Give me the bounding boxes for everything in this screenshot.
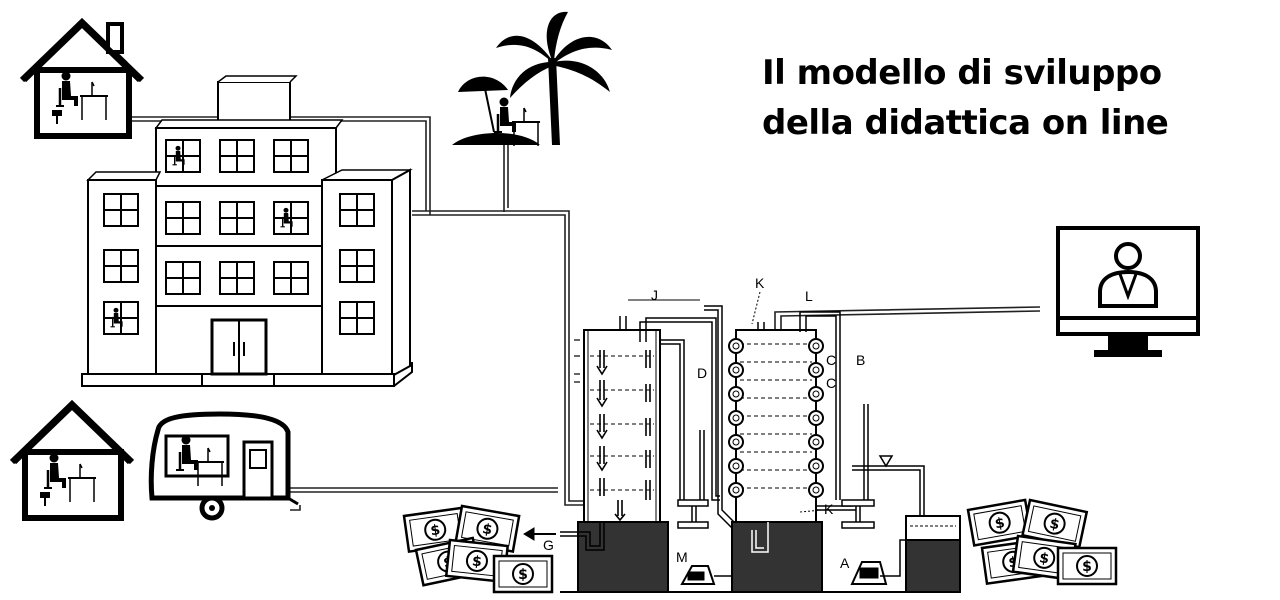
apparatus-labels: J K L D B C C K G M A <box>543 275 865 571</box>
title-line-2: della didattica on line <box>762 103 1169 143</box>
house-with-desk-worker-icon <box>9 399 135 521</box>
house-with-desk-worker-icon <box>19 17 145 139</box>
label-j: J <box>651 287 658 303</box>
label-c-2: C <box>826 375 836 391</box>
label-k-bottom: K <box>824 501 834 517</box>
label-a: A <box>840 555 850 571</box>
home-office-bottom <box>9 399 135 521</box>
label-k-top: K <box>755 275 765 291</box>
dollar-bills-pile-icon <box>966 498 1118 586</box>
label-d: D <box>697 365 707 381</box>
label-b: B <box>856 352 865 368</box>
title-line-1: Il modello di sviluppo <box>762 53 1162 93</box>
label-l: L <box>805 288 813 304</box>
caravan-worker-icon <box>148 411 299 521</box>
label-c-1: C <box>826 352 836 368</box>
monitor-user-icon <box>1056 226 1200 357</box>
page-title: Il modello di sviluppo della didattica o… <box>762 48 1242 148</box>
distillation-apparatus <box>523 299 961 593</box>
school-building <box>81 75 413 387</box>
palm-tree-beach-worker-icon <box>452 11 612 147</box>
dollar-bills-pile-icon <box>402 504 554 594</box>
label-g: G <box>543 537 554 553</box>
home-office-top <box>19 17 145 139</box>
label-m: M <box>676 549 688 565</box>
